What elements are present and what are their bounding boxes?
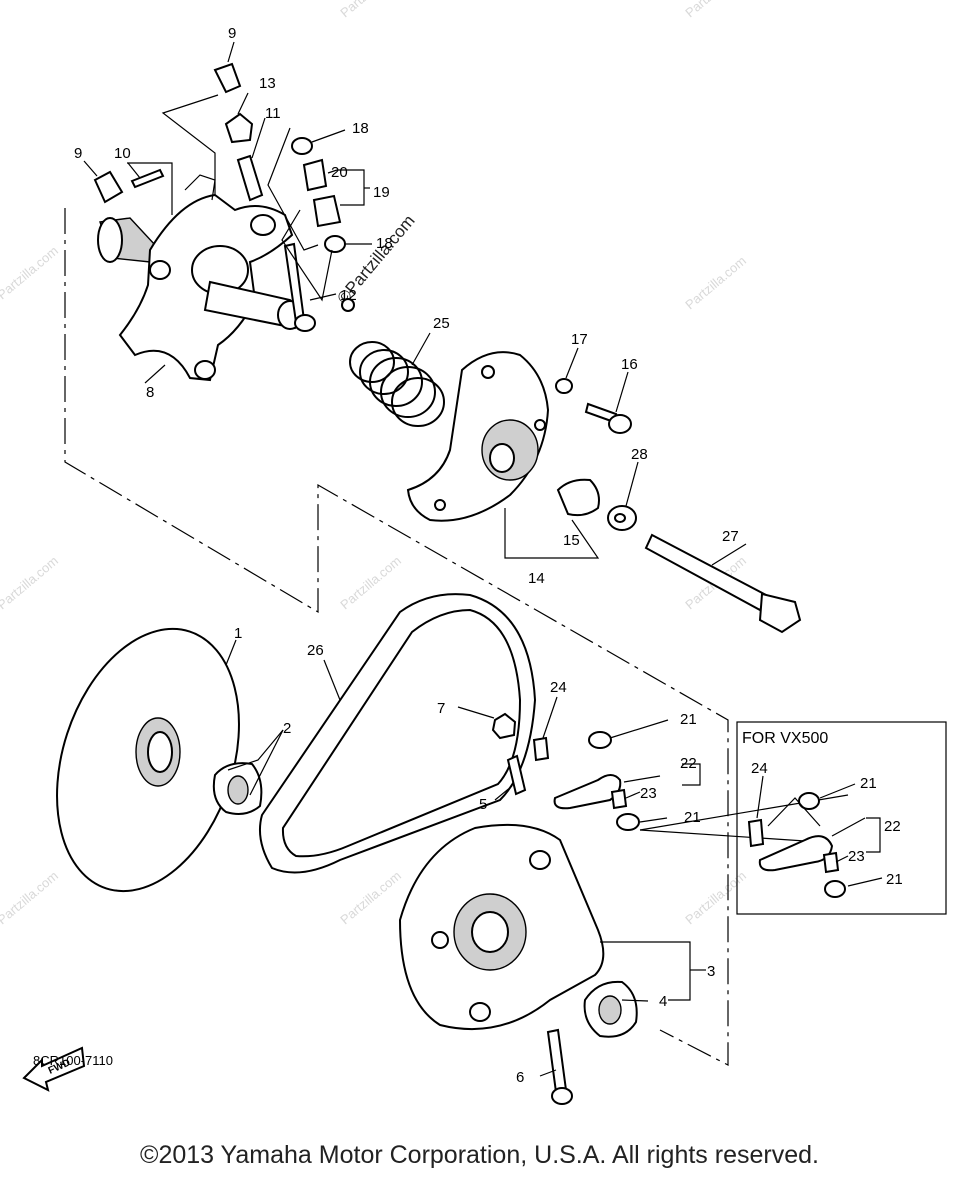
part-27-bolt-head bbox=[758, 592, 802, 634]
part-25-spring bbox=[349, 341, 445, 427]
part-24-pin bbox=[747, 818, 765, 848]
parts-diagram: Partzilla.com Partzilla.com Partzilla.co… bbox=[0, 0, 947, 1105]
callout-10: 10 bbox=[114, 145, 131, 162]
part-21-washer bbox=[616, 813, 640, 831]
callout-26: 26 bbox=[307, 642, 324, 659]
part-4-bushing bbox=[583, 980, 638, 1038]
callout-23: 23 bbox=[640, 785, 657, 802]
diagram-code: 8CR100-7110 bbox=[33, 1053, 113, 1068]
callout-21: 21 bbox=[680, 711, 697, 728]
watermark: Partzilla.com bbox=[0, 868, 61, 927]
callout-28: 28 bbox=[631, 446, 648, 463]
part-21-washer bbox=[824, 880, 846, 898]
callout-21: 21 bbox=[684, 809, 701, 826]
callout-7: 7 bbox=[437, 700, 445, 717]
callout-12: 12 bbox=[340, 287, 357, 304]
callout-3: 3 bbox=[707, 963, 715, 980]
inset-frame bbox=[736, 721, 947, 915]
part-9-slider bbox=[213, 62, 242, 94]
watermark: Partzilla.com bbox=[337, 0, 404, 20]
assembly-outline bbox=[64, 208, 729, 1066]
watermark: Partzilla.com bbox=[682, 253, 749, 312]
part-9-slider bbox=[93, 170, 124, 204]
callout-11: 11 bbox=[265, 105, 281, 122]
part-11-shaft bbox=[236, 154, 264, 202]
part-13-nut bbox=[224, 112, 254, 144]
callout-17: 17 bbox=[571, 331, 588, 348]
part-12-washer bbox=[341, 298, 355, 312]
part-7-nut bbox=[491, 712, 517, 740]
part-19-roller bbox=[312, 194, 342, 228]
callout-5: 5 bbox=[479, 796, 487, 813]
part-6-bolt-head bbox=[551, 1087, 573, 1105]
callout-labels: 9 13 11 18 9 10 20 19 18 12 25 17 16 8 2… bbox=[74, 25, 903, 1086]
callout-14: 14 bbox=[528, 570, 545, 587]
callout-21: 21 bbox=[860, 775, 877, 792]
watermark: Partzilla.com bbox=[682, 0, 749, 20]
callout-27: 27 bbox=[722, 528, 739, 545]
callout-24: 24 bbox=[550, 679, 567, 696]
part-21-washer bbox=[588, 731, 612, 749]
part-5-pin bbox=[506, 754, 527, 796]
part-16-bolt-head bbox=[608, 414, 632, 434]
part-10-pin bbox=[130, 168, 165, 189]
part-2-collar bbox=[212, 762, 263, 815]
callout-22: 22 bbox=[884, 818, 901, 835]
callout-24: 24 bbox=[751, 760, 768, 777]
part-15-bushing bbox=[556, 478, 600, 517]
part-18-washer bbox=[324, 235, 346, 253]
part-24-pin bbox=[532, 736, 550, 762]
watermark: Partzilla.com bbox=[0, 553, 61, 612]
watermark: Partzilla.com bbox=[682, 868, 749, 927]
callout-1: 1 bbox=[234, 625, 242, 642]
part-12-bolt-head bbox=[294, 314, 316, 332]
callout-8: 8 bbox=[146, 384, 154, 401]
callout-6: 6 bbox=[516, 1069, 524, 1086]
callout-21: 21 bbox=[886, 871, 903, 888]
callout-4: 4 bbox=[659, 993, 667, 1010]
part-26-belt bbox=[259, 593, 537, 874]
part-14-cover bbox=[406, 351, 550, 522]
callout-9: 9 bbox=[228, 25, 236, 42]
part-3-sheave-body bbox=[398, 823, 605, 1031]
callout-16: 16 bbox=[621, 356, 638, 373]
callout-18: 18 bbox=[376, 235, 393, 252]
part-23-bushing bbox=[822, 851, 840, 874]
part-23-bushing bbox=[610, 788, 628, 810]
watermark: Partzilla.com bbox=[337, 868, 404, 927]
callout-23: 23 bbox=[848, 848, 865, 865]
part-22-weight bbox=[758, 835, 834, 872]
part-22-weight bbox=[553, 774, 622, 810]
inset-vx500: FOR VX500 bbox=[736, 721, 947, 915]
watermark: Partzilla.com bbox=[337, 553, 404, 612]
copyright-notice: ©2013 Yamaha Motor Corporation, U.S.A. A… bbox=[140, 1141, 819, 1169]
callout-18: 18 bbox=[352, 120, 369, 137]
part-17-washer bbox=[555, 378, 573, 394]
callout-22: 22 bbox=[680, 755, 697, 772]
callout-19: 19 bbox=[373, 184, 390, 201]
callout-13: 13 bbox=[259, 75, 276, 92]
part-6-bolt bbox=[546, 1028, 568, 1094]
part-21-washer bbox=[798, 792, 820, 810]
part-1-sheave bbox=[56, 627, 240, 893]
inset-title: FOR VX500 bbox=[742, 730, 828, 747]
part-8-spider bbox=[97, 174, 303, 382]
callout-25: 25 bbox=[433, 315, 450, 332]
watermark: Partzilla.com bbox=[0, 243, 61, 302]
fwd-arrow-icon: FWD bbox=[22, 1046, 86, 1092]
callout-15: 15 bbox=[563, 532, 580, 549]
callout-2: 2 bbox=[283, 720, 291, 737]
callout-20: 20 bbox=[331, 164, 348, 181]
part-20-bushing bbox=[302, 158, 328, 192]
part-18-washer bbox=[291, 137, 313, 155]
callout-9: 9 bbox=[74, 145, 82, 162]
